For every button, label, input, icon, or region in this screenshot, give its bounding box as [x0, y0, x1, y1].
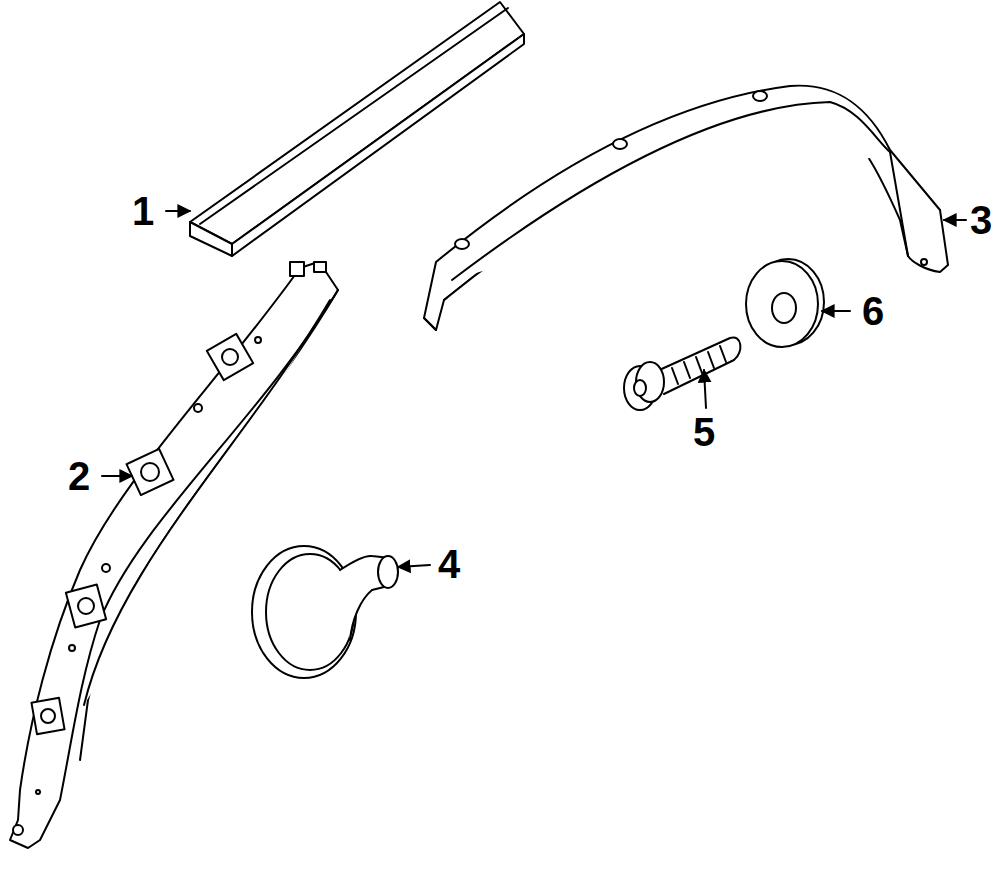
callout-number: 3 — [970, 200, 992, 240]
washer — [746, 259, 824, 347]
callout-number: 5 — [693, 412, 715, 452]
screw — [624, 337, 740, 410]
trim-strip — [190, 2, 524, 256]
callout-number: 1 — [132, 191, 154, 231]
leader-arrows — [102, 211, 966, 567]
callout-number: 4 — [438, 544, 460, 584]
callout-number: 2 — [68, 456, 90, 496]
fender-molding — [424, 86, 948, 330]
callout-number: 6 — [862, 291, 884, 331]
retainer-clip — [252, 546, 398, 678]
